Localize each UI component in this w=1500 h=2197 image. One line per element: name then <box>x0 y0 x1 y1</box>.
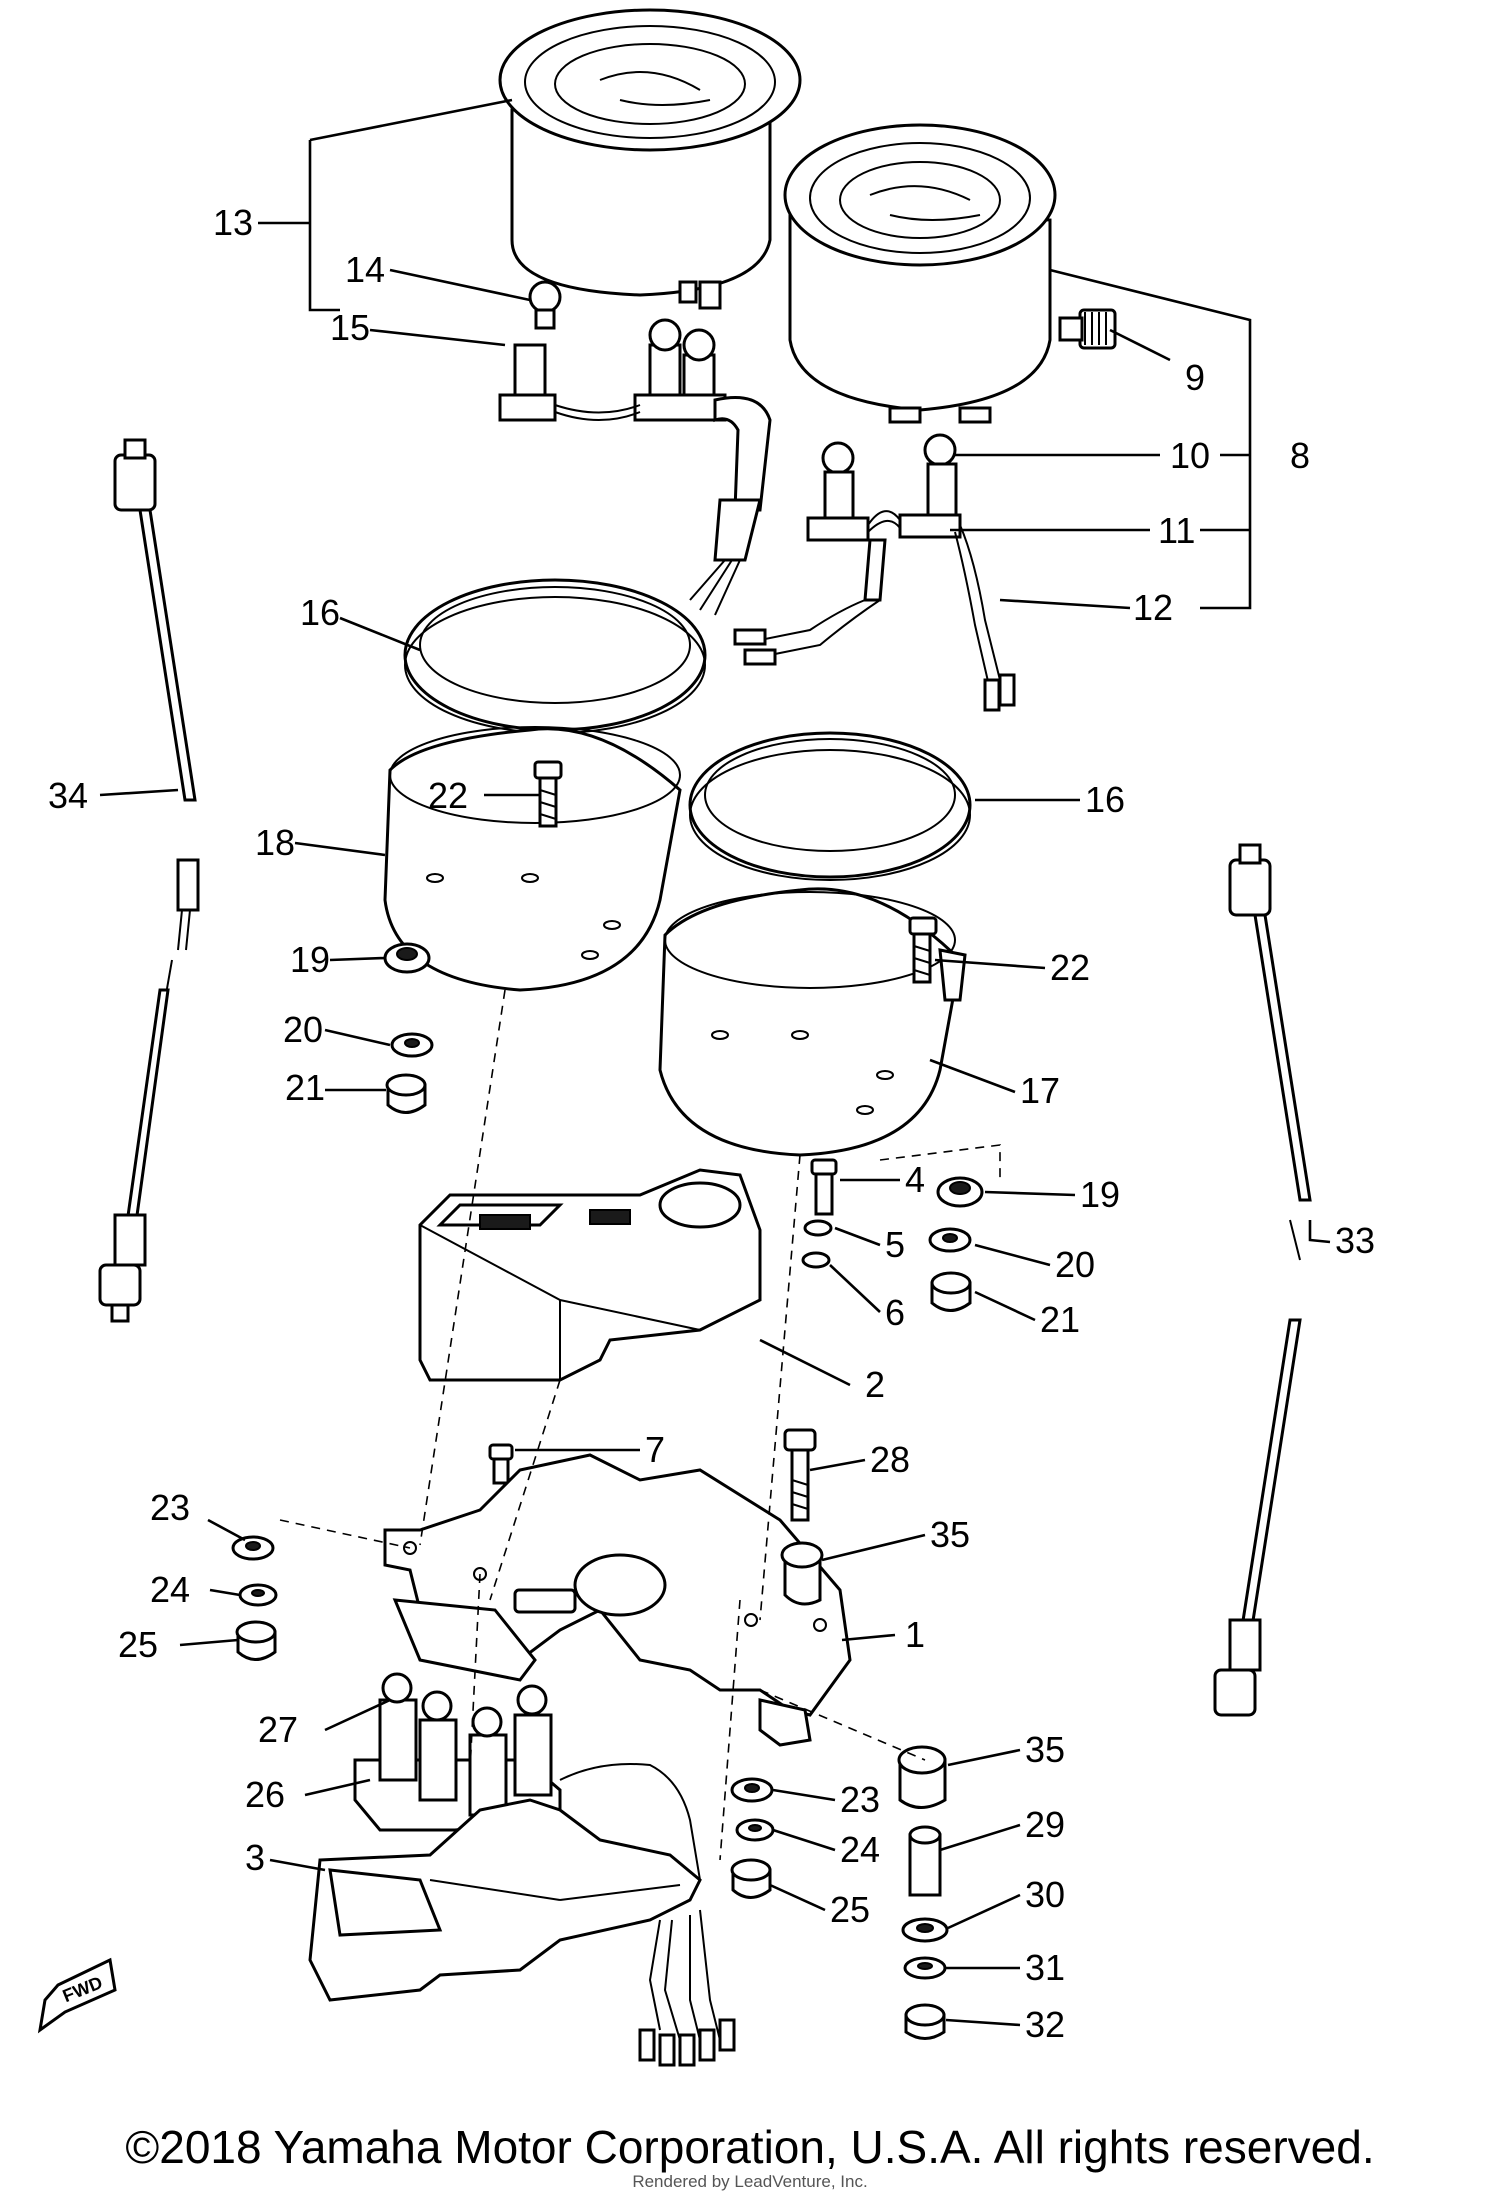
callout-34: 34 <box>48 775 88 816</box>
meter-assembly-13 <box>498 8 802 310</box>
fwd-arrow-icon: FWD <box>37 1957 117 2034</box>
leader-lines <box>99 98 1331 2027</box>
callout-14: 14 <box>345 249 385 290</box>
alignment-lines <box>279 989 1001 1861</box>
ring-16-right <box>688 731 972 881</box>
callout-28: 28 <box>870 1439 910 1480</box>
callout-18: 18 <box>255 822 295 863</box>
socket-harness-15 <box>498 318 772 627</box>
grommet-35-lower <box>897 1745 947 1809</box>
grommet-35-upper <box>780 1541 824 1606</box>
washer-30 <box>901 1917 949 1943</box>
callout-30: 30 <box>1025 1874 1065 1915</box>
screw-22-left <box>533 760 563 828</box>
callout-26: 26 <box>245 1774 285 1815</box>
callout-10: 10 <box>1170 435 1210 476</box>
mounting-plate-1 <box>383 1453 852 1747</box>
callout-6: 6 <box>885 1292 905 1333</box>
callout-17: 17 <box>1020 1070 1060 1111</box>
screw-22-right <box>908 916 938 984</box>
meter-assembly-8 <box>783 123 1117 424</box>
callout-16-right: 16 <box>1085 779 1125 820</box>
ring-16-left <box>403 578 707 734</box>
callout-22-left: 22 <box>428 775 468 816</box>
callout-24-left: 24 <box>150 1569 190 1610</box>
callout-13: 13 <box>213 202 253 243</box>
cable-34 <box>98 438 200 1323</box>
callout-12: 12 <box>1133 587 1173 628</box>
washer-24-left <box>238 1583 278 1607</box>
callout-29: 29 <box>1025 1804 1065 1845</box>
washer-23-right <box>730 1777 774 1803</box>
bolt-28 <box>783 1428 817 1522</box>
callout-23-right: 23 <box>840 1779 880 1820</box>
nut-21-right <box>930 1271 972 1312</box>
callout-21-right: 21 <box>1040 1299 1080 1340</box>
callout-19-left: 19 <box>290 939 330 980</box>
callout-1: 1 <box>905 1614 925 1655</box>
grommet-19-left <box>383 942 431 974</box>
callout-27: 27 <box>258 1709 298 1750</box>
lower-cover-3 <box>308 1798 736 2067</box>
socket-harness-11 <box>733 433 1016 712</box>
cable-33 <box>1213 843 1312 1717</box>
copyright-notice: ©2018 Yamaha Motor Corporation, U.S.A. A… <box>125 2121 1375 2173</box>
callout-33: 33 <box>1335 1220 1375 1261</box>
meter-case-18 <box>383 726 682 992</box>
bolt-4 <box>810 1158 838 1216</box>
callout-2: 2 <box>865 1364 885 1405</box>
grommet-19-right <box>936 1176 984 1208</box>
callout-20-right: 20 <box>1055 1244 1095 1285</box>
meter-case-17 <box>658 887 967 1157</box>
callout-9: 9 <box>1185 357 1205 398</box>
nut-25-left <box>235 1620 277 1661</box>
callout-23-left: 23 <box>150 1487 190 1528</box>
callout-35-lower: 35 <box>1025 1729 1065 1770</box>
washer-31 <box>903 1956 947 1980</box>
callout-8: 8 <box>1290 435 1310 476</box>
bolt-7 <box>488 1443 514 1485</box>
callout-16-left: 16 <box>300 592 340 633</box>
washer-20-left <box>390 1032 434 1058</box>
meter-bracket-2 <box>418 1168 762 1382</box>
nut-25-right <box>730 1858 772 1899</box>
callout-5: 5 <box>885 1224 905 1265</box>
callout-35-upper: 35 <box>930 1514 970 1555</box>
callout-22-right: 22 <box>1050 947 1090 988</box>
callout-3: 3 <box>245 1837 265 1878</box>
washer-24-right <box>735 1818 775 1842</box>
washer-6 <box>801 1251 831 1269</box>
callout-19-right: 19 <box>1080 1174 1120 1215</box>
callout-32: 32 <box>1025 2004 1065 2045</box>
callout-11: 11 <box>1158 510 1195 551</box>
bulb-14 <box>528 280 562 330</box>
callout-24-right: 24 <box>840 1829 880 1870</box>
callout-labels: 13 14 15 9 10 8 11 12 16 34 22 16 18 19 … <box>48 202 1375 2045</box>
washer-20-right <box>928 1227 972 1253</box>
callout-20-left: 20 <box>283 1009 323 1050</box>
callout-25-left: 25 <box>118 1624 158 1665</box>
callout-25-right: 25 <box>830 1889 870 1930</box>
rendered-by-notice: Rendered by LeadVenture, Inc. <box>632 2172 868 2191</box>
nut-32 <box>904 2003 946 2040</box>
callout-7: 7 <box>645 1429 665 1470</box>
callout-21-left: 21 <box>285 1067 325 1108</box>
callout-31: 31 <box>1025 1947 1065 1988</box>
nut-21-left <box>385 1073 427 1114</box>
washer-23-left <box>231 1535 275 1561</box>
callout-15: 15 <box>330 307 370 348</box>
washer-5 <box>803 1219 833 1237</box>
callout-4: 4 <box>905 1159 925 1200</box>
collar-29 <box>908 1825 942 1897</box>
